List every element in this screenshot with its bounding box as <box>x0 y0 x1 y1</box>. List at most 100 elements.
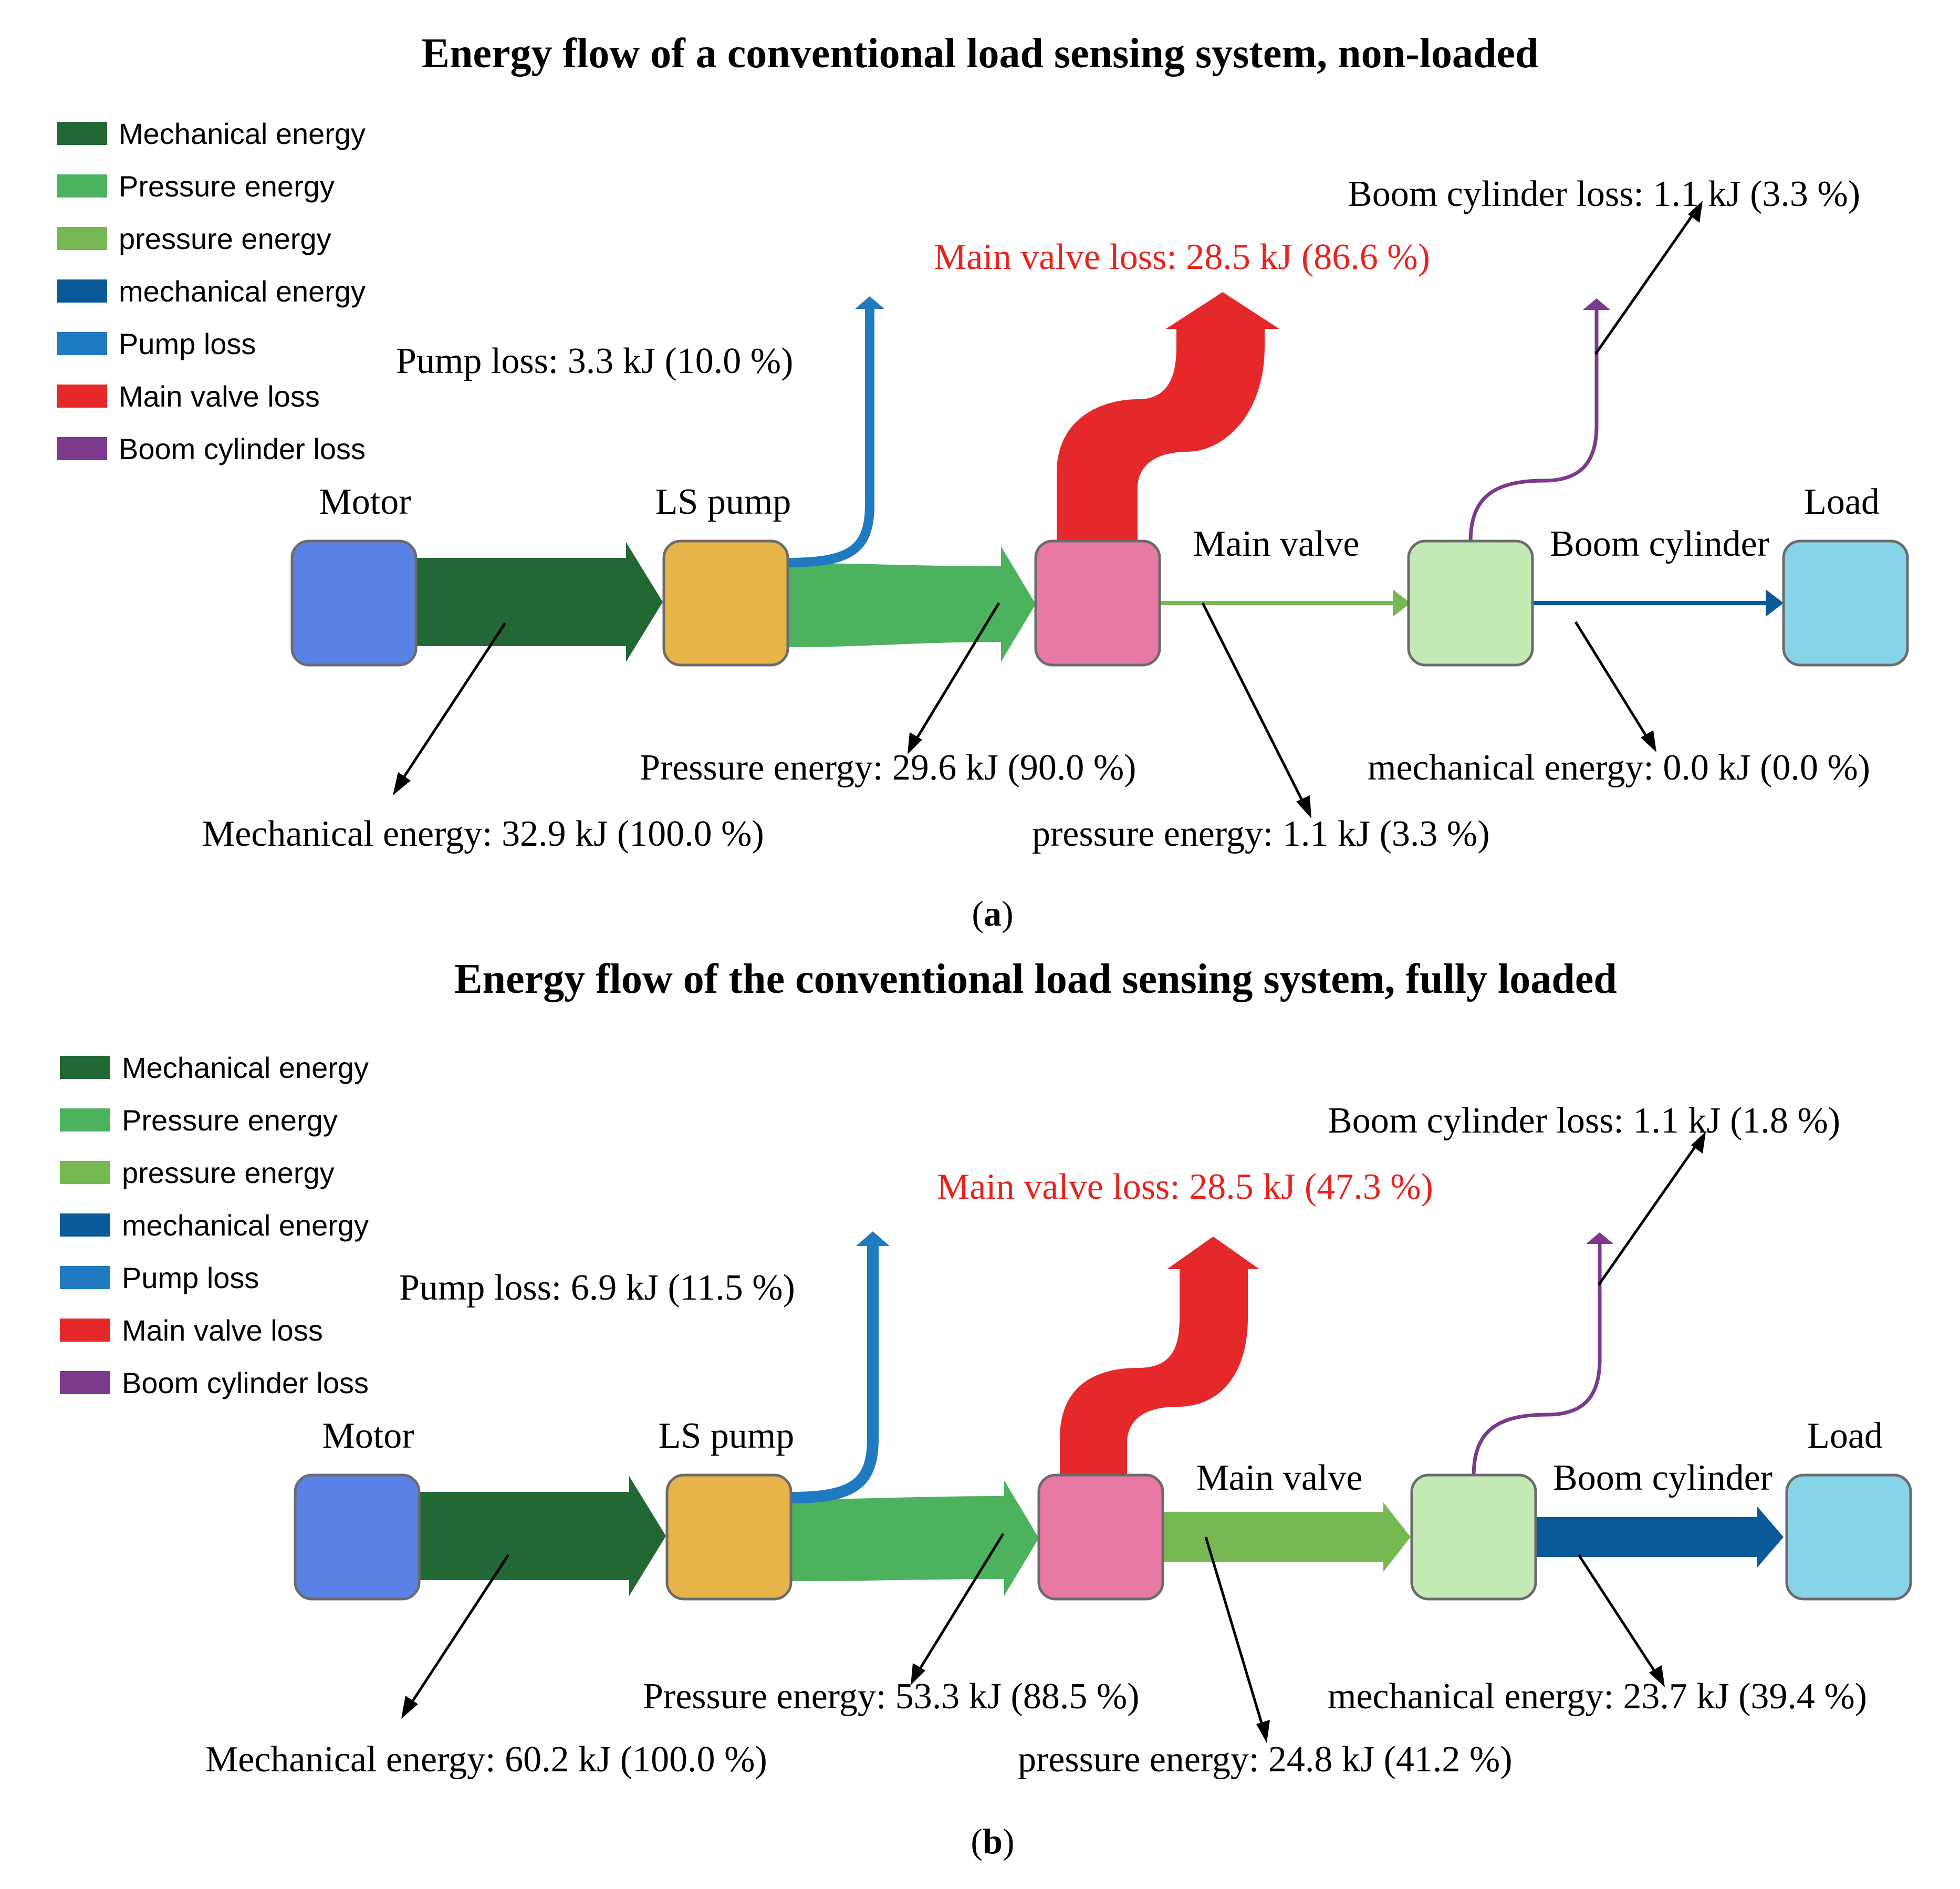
pointer-pressure-energy <box>915 1533 1005 1675</box>
legend-label-pump-loss: Pump loss <box>119 327 256 360</box>
node-motor <box>290 539 418 667</box>
pointer-head-mechanical-energy <box>401 1696 418 1719</box>
flow-pump-loss-arrowhead <box>855 296 884 309</box>
flow-pump-loss <box>787 308 874 567</box>
legend-swatch-boom-cylinder-loss <box>60 1371 110 1394</box>
pointer-head-boom-cylinder-loss <box>1688 201 1703 223</box>
legend-swatch-main-valve-loss <box>60 1319 110 1342</box>
panel-b-caption-letter: b <box>983 1821 1003 1861</box>
legend-label-main-valve-loss: Main valve loss <box>122 1314 323 1347</box>
legend-label-boom-cylinder-loss: Boom cylinder loss <box>119 432 366 465</box>
legend-label-mechanical-energy-out: mechanical energy <box>122 1209 369 1242</box>
legend-swatch-pump-loss <box>60 1266 110 1289</box>
pointer-head-mechanical-energy-out <box>1649 1665 1665 1687</box>
label-mechanical-energy-out: mechanical energy: 23.7 kJ (39.4 %) <box>1328 1676 1867 1717</box>
label-pressure-energy-valve: pressure energy: 24.8 kJ (41.2 %) <box>1018 1739 1513 1780</box>
pointer-mechanical-energy <box>407 1554 510 1708</box>
flow-mechanical-energy <box>416 542 663 662</box>
flow-mechanical-energy <box>419 1476 666 1596</box>
pointer-boom-cylinder-loss <box>1594 210 1697 355</box>
flow-main-valve-loss <box>1060 1237 1259 1475</box>
legend-label-pressure-energy: Pressure energy <box>122 1104 338 1137</box>
flow-boom-cylinder-loss-arrowhead <box>1583 298 1610 310</box>
node-label-load: Load <box>1807 1416 1883 1456</box>
pointer-mechanical-energy <box>399 622 507 784</box>
node-boom-cylinder <box>1407 539 1534 667</box>
legend-swatch-pump-loss <box>57 332 107 355</box>
flow-boom-cylinder-loss-arrowhead <box>1586 1232 1613 1244</box>
pointer-pressure-energy <box>912 602 1000 744</box>
legend-label-mechanical-energy: Mechanical energy <box>119 117 366 150</box>
flow-mechanical-energy-out <box>1536 1507 1784 1568</box>
legend-label-mechanical-energy-out: mechanical energy <box>119 275 366 308</box>
legend-swatch-mechanical-energy <box>60 1056 110 1079</box>
node-label-boom-cylinder: Boom cylinder <box>1550 524 1769 564</box>
legend-swatch-pressure-energy <box>57 174 107 198</box>
flow-boom-cylinder-loss <box>1472 1243 1602 1477</box>
pointer-head-pressure-energy-valve <box>1256 1720 1270 1743</box>
label-boom-cylinder-loss: Boom cylinder loss: 1.1 kJ (3.3 %) <box>1348 174 1860 214</box>
node-label-ls-pump: LS pump <box>655 482 791 522</box>
legend-swatch-mechanical-energy <box>57 122 107 145</box>
label-main-valve-loss: Main valve loss: 28.5 kJ (47.3 %) <box>937 1167 1433 1207</box>
legend-swatch-main-valve-loss <box>57 385 107 408</box>
legend-swatch-mechanical-energy-out <box>57 279 107 303</box>
pointer-pressure-energy-valve <box>1204 1537 1265 1730</box>
legend-label-pump-loss: Pump loss <box>122 1261 259 1294</box>
label-mechanical-energy: Mechanical energy: 60.2 kJ (100.0 %) <box>205 1739 767 1780</box>
legend-label-main-valve-loss: Main valve loss <box>119 380 320 413</box>
pointer-head-pressure-energy <box>911 1663 925 1685</box>
legend-label-boom-cylinder-loss: Boom cylinder loss <box>122 1366 369 1399</box>
legend-swatch-mechanical-energy-out <box>60 1213 110 1237</box>
flow-pressure-energy <box>791 1480 1039 1596</box>
pointer-head-pressure-energy <box>908 732 922 754</box>
node-main-valve <box>1034 539 1161 667</box>
label-mechanical-energy-out: mechanical energy: 0.0 kJ (0.0 %) <box>1368 748 1870 788</box>
panel-b-title: Energy flow of the conventional load sen… <box>454 956 1617 1002</box>
flow-pressure-energy-valve-arrowhead <box>1393 589 1411 617</box>
label-pressure-energy: Pressure energy: 29.6 kJ (90.0 %) <box>640 748 1136 788</box>
pointer-boom-cylinder-loss <box>1597 1141 1700 1286</box>
label-pump-loss: Pump loss: 3.3 kJ (10.0 %) <box>396 341 793 381</box>
flow-pump-loss <box>790 1244 879 1503</box>
panel-a: Energy flow of a conventional load sensi… <box>57 30 1909 933</box>
legend-swatch-pressure-energy <box>60 1108 110 1132</box>
pointer-head-pressure-energy-valve <box>1296 795 1311 818</box>
flow-pressure-energy-valve <box>1163 1502 1411 1572</box>
pointer-mechanical-energy-out <box>1574 621 1651 742</box>
flow-pressure-energy <box>788 546 1036 662</box>
legend-label-pressure-energy-light: pressure energy <box>119 222 331 255</box>
label-pump-loss: Pump loss: 6.9 kJ (11.5 %) <box>399 1268 795 1308</box>
flow-mechanical-energy-out-arrowhead <box>1766 589 1784 617</box>
panel-b-caption: (b) <box>971 1821 1014 1861</box>
node-ls-pump <box>665 1473 793 1601</box>
pointer-mechanical-energy-out <box>1577 1554 1659 1677</box>
pointer-head-boom-cylinder-loss <box>1691 1132 1706 1154</box>
node-label-main-valve: Main valve <box>1193 524 1360 564</box>
legend-swatch-pressure-energy-light <box>60 1161 110 1184</box>
legend-label-pressure-energy-light: pressure energy <box>122 1156 335 1189</box>
node-label-motor: Motor <box>322 1416 414 1456</box>
legend-swatch-boom-cylinder-loss <box>57 437 107 460</box>
legend-label-mechanical-energy: Mechanical energy <box>122 1051 369 1084</box>
node-ls-pump <box>662 539 789 667</box>
pointer-head-mechanical-energy-out <box>1641 730 1656 752</box>
flow-main-valve-loss <box>1057 292 1279 541</box>
legend-a: Mechanical energy Pressure energy pressu… <box>57 117 366 465</box>
pointer-pressure-energy-valve <box>1201 602 1307 807</box>
pointer-head-mechanical-energy <box>393 772 411 795</box>
legend-b: Mechanical energy Pressure energy pressu… <box>60 1051 369 1399</box>
node-label-boom-cylinder: Boom cylinder <box>1553 1458 1773 1498</box>
node-label-load: Load <box>1804 482 1880 522</box>
node-boom-cylinder <box>1410 1473 1537 1601</box>
label-pressure-energy-valve: pressure energy: 1.1 kJ (3.3 %) <box>1032 814 1490 854</box>
node-load <box>1785 1473 1912 1601</box>
node-label-ls-pump: LS pump <box>659 1416 795 1456</box>
node-label-main-valve: Main valve <box>1196 1458 1363 1498</box>
flow-pump-loss-arrowhead <box>856 1231 890 1246</box>
label-boom-cylinder-loss: Boom cylinder loss: 1.1 kJ (1.8 %) <box>1328 1101 1840 1141</box>
legend-label-pressure-energy: Pressure energy <box>119 170 335 203</box>
node-main-valve <box>1037 1473 1164 1601</box>
node-load <box>1782 539 1909 667</box>
